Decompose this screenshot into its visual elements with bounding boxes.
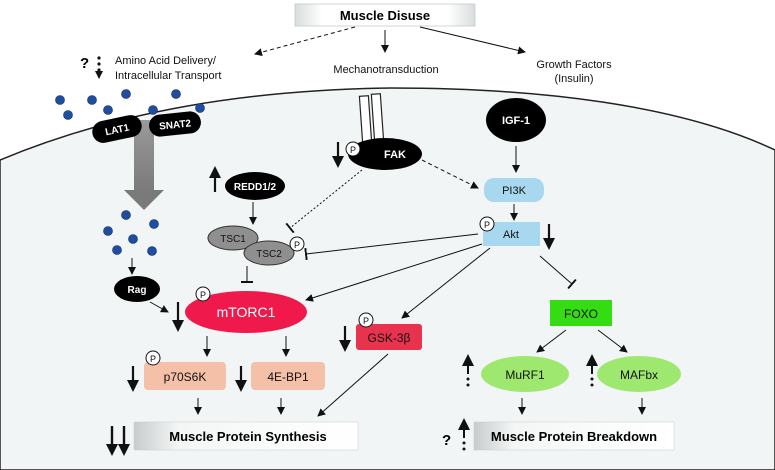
breakdown-label: Muscle Protein Breakdown (491, 429, 657, 444)
mafbx-label: MAFbx (620, 368, 658, 382)
arrow-akt-to-mtorc1 (305, 243, 483, 302)
gsk-phospho: P (358, 312, 374, 328)
lat1-transporter: LAT1 (92, 115, 142, 143)
akt-inhibits-tsc (304, 233, 479, 261)
akt-inhibits-foxo (539, 255, 577, 290)
fak-node: FAK (348, 138, 422, 170)
tsc1-label: TSC1 (220, 234, 246, 245)
arrow-akt-to-gsk (401, 247, 491, 319)
breakdown-uncertain-increase (458, 418, 470, 451)
synthesis-banner: Muscle Protein Synthesis (133, 421, 359, 451)
mtorc1-node: mTORC1 (185, 291, 307, 333)
breakdown-banner: Muscle Protein Breakdown (473, 421, 675, 451)
arrow-foxo-to-mafbx (597, 329, 628, 353)
foxo-label: FOXO (564, 307, 598, 321)
4ebp1-label: 4E-BP1 (267, 370, 309, 384)
redd-node: REDD1/2 (225, 172, 285, 200)
svg-text:P: P (294, 240, 300, 250)
redd-label: REDD1/2 (234, 182, 277, 193)
akt-label: Akt (503, 229, 519, 241)
svg-text:P: P (363, 316, 369, 326)
4ebp1-node: 4E-BP1 (251, 362, 325, 390)
amino-label-line1: Amino Acid Delivery/ (115, 55, 217, 67)
synthesis-label: Muscle Protein Synthesis (169, 429, 327, 444)
amino-uncertain-arrow (95, 56, 103, 79)
growth-factors-label: Growth Factors (536, 59, 612, 71)
mafbx-node: MAFbx (597, 356, 681, 392)
mtorc1-label: mTORC1 (217, 304, 276, 320)
fak-phospho-label: P (350, 145, 356, 155)
svg-text:P: P (200, 290, 206, 300)
rag-node: Rag (114, 276, 160, 302)
gsk3b-node: GSK-3β (356, 324, 422, 350)
amino-label-line2: Intracellular Transport (115, 70, 221, 82)
arrow-to-growth (419, 26, 526, 55)
amino-question-mark: ? (80, 55, 89, 72)
snat2-label: SNAT2 (159, 118, 192, 132)
mechanosensor-integrin (358, 93, 385, 143)
muscle-disuse-banner: Muscle Disuse (294, 3, 476, 27)
snat2-transporter: SNAT2 (149, 111, 201, 137)
murf1-uncertain-increase (462, 354, 474, 387)
tsc2-node: TSC2 (243, 240, 295, 266)
rag-label: Rag (128, 285, 147, 296)
fak-phospho: P (345, 141, 361, 157)
amino-transport-arrow (124, 120, 164, 210)
intracellular-amino-acids (103, 210, 159, 256)
igf1-node: IGF-1 (486, 98, 546, 142)
fak-label: FAK (384, 149, 406, 161)
p70-phospho: P (145, 350, 161, 366)
arrow-fak-to-pi3k (421, 159, 479, 189)
tsc2-label: TSC2 (256, 249, 282, 260)
svg-text:P: P (484, 220, 490, 230)
foxo-node: FOXO (550, 300, 612, 326)
murf1-node: MuRF1 (481, 356, 569, 392)
synthesis-double-decrease (106, 426, 130, 456)
tsc1-node: TSC1 (207, 225, 259, 251)
extracellular-amino-acids (55, 89, 205, 120)
arrow-to-amino (254, 26, 356, 57)
svg-text:P: P (150, 354, 156, 364)
mafbx-uncertain-increase (586, 354, 598, 387)
arrow-rag-to-mtorc1 (149, 301, 169, 313)
pi3k-label: PI3K (502, 185, 527, 197)
breakdown-question-mark: ? (442, 432, 451, 449)
murf1-label: MuRF1 (505, 368, 545, 382)
tsc2-phospho: P (289, 236, 305, 252)
igf1-label: IGF-1 (502, 115, 530, 127)
arrow-gsk-to-synthesis (317, 353, 389, 417)
lat1-label: LAT1 (104, 122, 130, 138)
mechanotransduction-label: Mechanotransduction (333, 64, 438, 76)
muscle-disuse-label: Muscle Disuse (340, 8, 430, 23)
insulin-label: (Insulin) (554, 73, 593, 85)
p70s6k-label: p70S6K (164, 370, 207, 384)
akt-phospho: P (479, 216, 495, 232)
fak-inhibits-tsc (285, 169, 363, 234)
pi3k-node: PI3K (484, 178, 544, 202)
gsk3b-label: GSK-3β (368, 331, 411, 345)
arrow-foxo-to-murf1 (536, 329, 567, 353)
p70s6k-node: p70S6K (144, 362, 226, 390)
mtorc1-phospho: P (195, 286, 211, 302)
